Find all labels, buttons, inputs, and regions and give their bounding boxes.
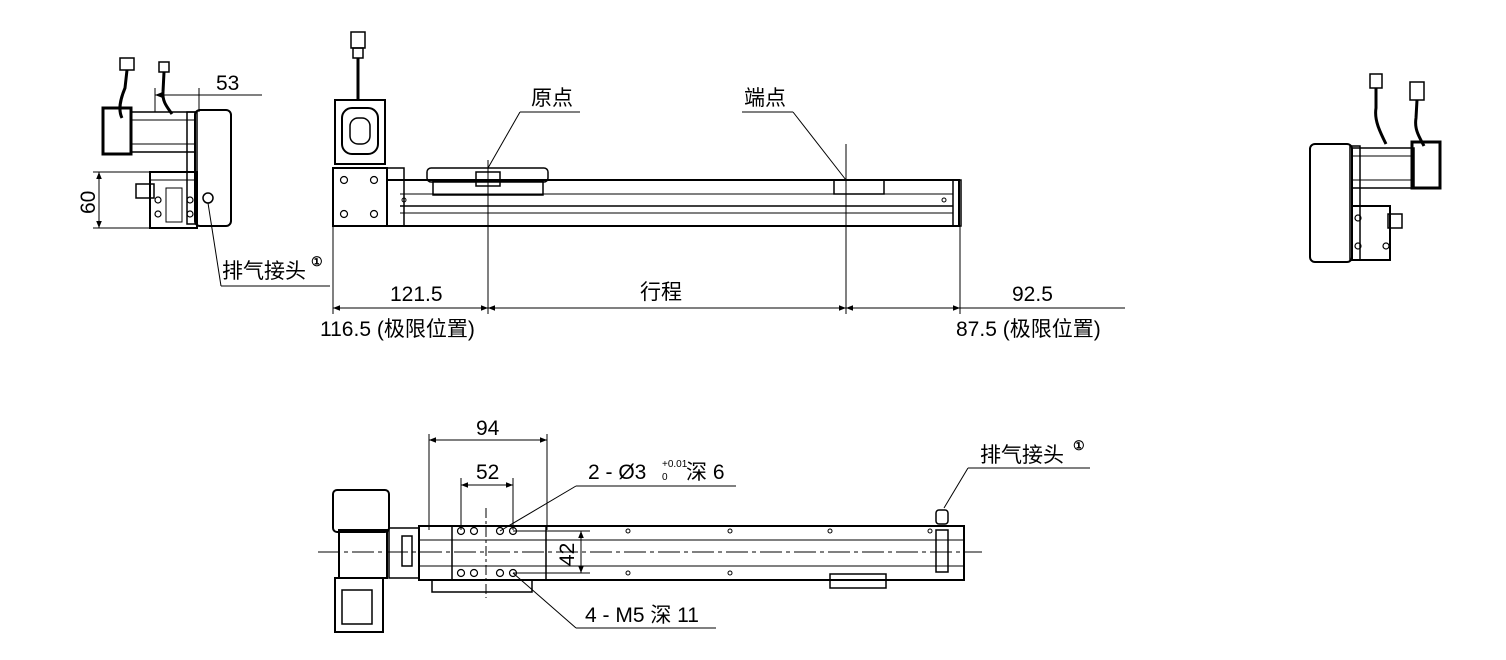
- dimension-42: 42: [513, 530, 590, 574]
- pin-hole-suffix: 深 6: [686, 461, 725, 484]
- exhaust-callout-right: 排气接头 ①: [943, 438, 1090, 509]
- dim-92-5: 92.5: [1012, 283, 1053, 306]
- endpoint-label: 端点: [744, 87, 786, 110]
- dimension-52: 52: [460, 461, 514, 530]
- dim-121-5: 121.5: [390, 283, 443, 306]
- dimension-94: 94: [428, 417, 548, 530]
- dim-53-label: 53: [216, 72, 239, 95]
- exhaust-label-2: 排气接头: [980, 444, 1064, 467]
- front-view-rail: [386, 167, 962, 227]
- front-view-motor: [332, 31, 388, 227]
- pin-hole-callout: 2 - Ø3 +0.01 0 深 6: [499, 459, 736, 532]
- circled-number-2: ①: [1073, 438, 1085, 453]
- endpoint-callout: 端点: [742, 87, 847, 181]
- plan-view: [318, 489, 982, 633]
- origin-callout: 原点: [487, 87, 580, 169]
- circled-number: ①: [311, 254, 323, 269]
- thread-hole-label: 4 - M5 深 11: [585, 604, 699, 627]
- pin-hole-tol-upper: +0.01: [662, 459, 688, 470]
- dim-116-5-limit: 116.5 (极限位置): [320, 318, 475, 341]
- exhaust-callout-left: 排气接头 ①: [207, 202, 330, 287]
- dim-60-label: 60: [77, 191, 100, 214]
- dim-42-label: 42: [556, 543, 579, 566]
- left-end-view: [101, 57, 232, 229]
- right-end-view: [1309, 73, 1442, 263]
- exhaust-label: 排气接头: [222, 260, 306, 283]
- origin-label: 原点: [531, 87, 573, 110]
- thread-hole-callout: 4 - M5 深 11: [512, 572, 716, 629]
- pin-hole-prefix: 2 - Ø3: [588, 461, 646, 484]
- dim-52-label: 52: [476, 461, 499, 484]
- dimension-53: 53: [154, 72, 262, 112]
- stroke-label: 行程: [640, 281, 682, 304]
- dimension-60: 60: [77, 171, 150, 229]
- stroke-dimension-chain: 121.5 116.5 (极限位置) 行程 92.5 87.5 (极限位置): [320, 144, 1125, 341]
- dim-94-label: 94: [476, 417, 500, 440]
- pin-hole-tol-lower: 0: [662, 472, 668, 483]
- dim-87-5-limit: 87.5 (极限位置): [956, 318, 1101, 341]
